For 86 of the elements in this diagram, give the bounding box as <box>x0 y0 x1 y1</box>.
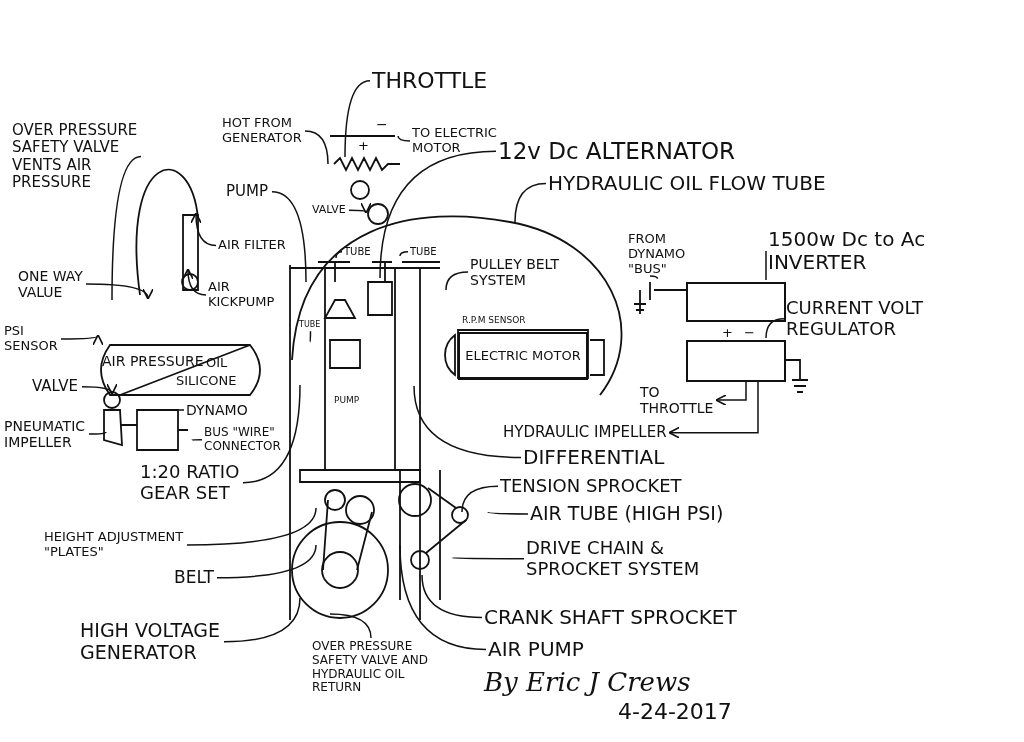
drawing-label: − <box>376 117 388 133</box>
part-label: TO ELECTRIC MOTOR <box>412 126 498 156</box>
leader-line <box>649 275 659 280</box>
part-label: 1:20 RATIO GEAR SET <box>140 462 241 504</box>
leader-line <box>399 544 487 651</box>
part-label: ONE WAY VALUE <box>18 268 84 301</box>
part-label: VALVE <box>32 378 80 396</box>
leader-line <box>399 251 409 257</box>
part-label: TO THROTTLE <box>640 384 715 417</box>
part-label: TUBE <box>344 246 372 258</box>
leader-line <box>715 381 747 407</box>
part-label: PULLEY BELT SYSTEM <box>470 256 561 289</box>
leader-line <box>85 283 153 300</box>
leader-line <box>344 79 371 158</box>
leader-line <box>186 507 317 546</box>
leader-line <box>329 613 372 639</box>
drawing-label: R.P.M SENSOR <box>462 316 526 326</box>
part-label: PSI SENSOR <box>4 324 59 354</box>
drawing-label: SILICONE <box>176 374 237 389</box>
drawing-label: PUMP <box>334 396 360 406</box>
part-label: PNEUMATIC IMPELLER <box>4 418 87 451</box>
device-box <box>686 282 786 322</box>
part-label: FROM DYNAMO "BUS" <box>628 232 687 277</box>
leader-line <box>60 334 100 348</box>
leader-line <box>765 250 767 281</box>
leader-line <box>445 271 469 291</box>
drawing-label: + <box>358 139 369 154</box>
leader-line <box>171 409 185 411</box>
leader-line <box>182 268 207 296</box>
part-label: 12v Dc ALTERNATOR <box>498 138 737 165</box>
leader-line <box>379 150 497 279</box>
device-box <box>686 340 786 382</box>
part-label: BUS "WIRE" CONNECTOR <box>204 426 282 454</box>
signature: By Eric J Crews <box>484 668 691 697</box>
part-label: AIR KICKPUMP <box>208 280 272 310</box>
leader-line <box>397 135 411 142</box>
leader-line <box>514 182 547 223</box>
leader-line <box>191 439 203 441</box>
part-label: OVER PRESSURE SAFETY VALVE VENTS AIR PRESSURE <box>12 122 139 191</box>
part-label: PUMP <box>226 183 270 201</box>
part-label: THROTTLE <box>372 68 489 94</box>
part-label: TUBE <box>410 246 438 258</box>
leader-line <box>81 381 117 395</box>
leader-line <box>271 190 307 283</box>
leader-line <box>223 597 301 643</box>
leader-line <box>413 385 522 459</box>
part-label: DRIVE CHAIN & SPROCKET SYSTEM <box>526 538 701 580</box>
motor-box: ELECTRIC MOTOR <box>458 332 588 380</box>
part-label: DIFFERENTIAL <box>523 446 666 469</box>
part-label: HIGH VOLTAGE GENERATOR <box>80 620 222 664</box>
part-label: AIR TUBE (HIGH PSI) <box>530 503 725 525</box>
part-label: CRANK SHAFT SPROCKET <box>484 606 738 629</box>
leader-line <box>216 544 317 579</box>
leader-line <box>242 384 301 484</box>
date-text: 4-24-2017 <box>618 700 732 725</box>
part-label: HYDRAULIC IMPELLER <box>503 424 668 442</box>
part-label: HYDRAULIC OIL FLOW TUBE <box>548 172 827 195</box>
part-label: HOT FROM GENERATOR <box>222 116 303 146</box>
leader-line <box>421 574 483 619</box>
leader-line <box>348 200 368 214</box>
part-label: HEIGHT ADJUSTMENT "PLATES" <box>44 530 185 560</box>
leader-line <box>190 212 217 247</box>
part-label: AIR PUMP <box>488 638 585 661</box>
part-label: TENSION SPROCKET <box>500 476 683 497</box>
part-label: 1500w Dc to Ac INVERTER <box>768 228 927 274</box>
leader-line <box>88 431 107 435</box>
leader-line <box>765 317 785 339</box>
part-label: TUBE <box>299 320 322 330</box>
leader-line <box>487 511 529 515</box>
part-label: VALVE <box>312 204 347 217</box>
leader-line <box>111 155 142 301</box>
part-label: CURRENT VOLT REGULATOR <box>786 298 925 340</box>
leader-line <box>304 130 329 165</box>
drawing-label: OIL <box>206 356 228 371</box>
drawing-label: AIR PRESSURE <box>102 354 204 370</box>
leader-line <box>335 251 343 259</box>
part-label: AIR FILTER <box>218 238 287 253</box>
drawing-label: − <box>744 326 755 341</box>
leader-line <box>451 557 525 560</box>
leader-line <box>461 485 499 513</box>
leader-line <box>309 330 312 343</box>
part-label: OVER PRESSURE SAFETY VALVE AND HYDRAULIC OIL RETURN <box>312 640 430 696</box>
drawing-label: + <box>722 326 733 341</box>
leader-line <box>668 381 759 439</box>
part-label: BELT <box>174 568 215 588</box>
part-label: DYNAMO <box>186 402 249 419</box>
